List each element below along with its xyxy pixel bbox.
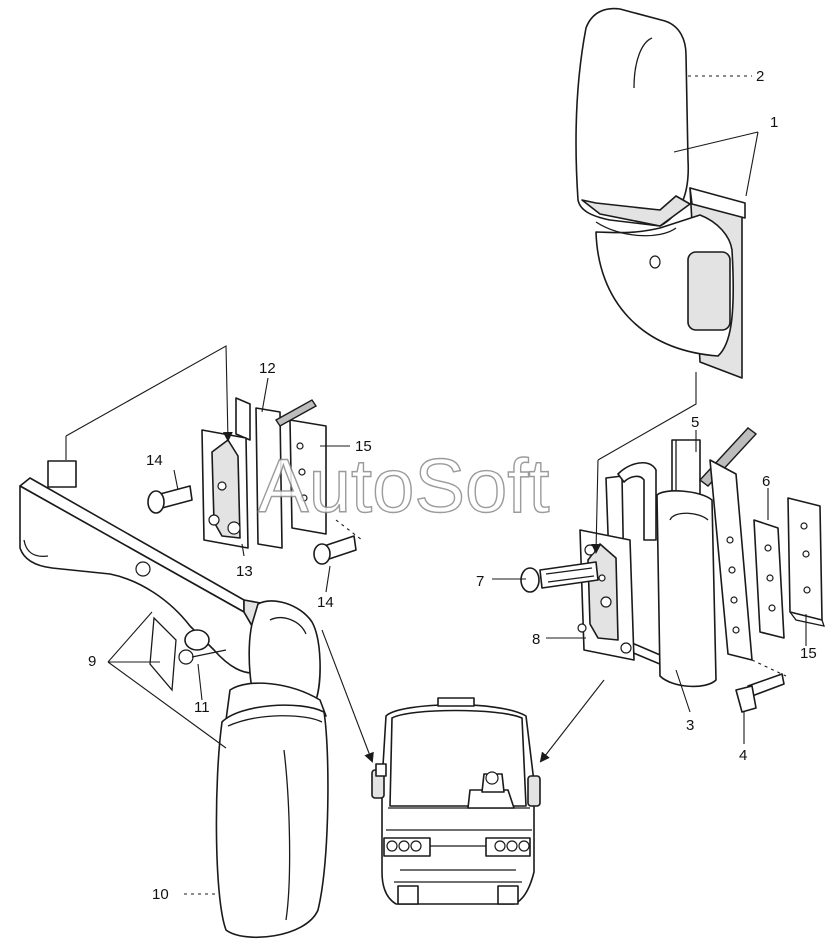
right-mirror-head	[575, 7, 746, 379]
callout-2: 2	[756, 68, 764, 85]
callout-6: 6	[762, 473, 770, 490]
left-bracket-assembly	[147, 397, 357, 565]
callout-13: 13	[236, 563, 253, 580]
callout-15-right: 15	[800, 645, 817, 662]
callout-labels: 1 2 3 4 5 6 7 8 9 10 11 12 13 14 14 15 1…	[88, 68, 817, 903]
right-bracket-assembly	[520, 427, 825, 713]
callout-14-upper: 14	[146, 452, 163, 469]
callout-1: 1	[770, 114, 778, 131]
bus-front-view	[371, 697, 541, 905]
watermark-text: AutoSoft	[258, 444, 550, 529]
callout-8: 8	[532, 631, 540, 648]
callout-14-lower: 14	[317, 594, 334, 611]
callout-9: 9	[88, 653, 96, 670]
left-mirror-arm	[19, 460, 267, 692]
callout-15-left: 15	[355, 438, 372, 455]
leader-lines	[65, 75, 807, 895]
callout-12: 12	[259, 360, 276, 377]
callout-5: 5	[691, 414, 699, 431]
callout-7: 7	[476, 573, 484, 590]
left-mirror-head	[215, 600, 329, 939]
callout-11: 11	[194, 699, 210, 716]
callout-3: 3	[686, 717, 694, 734]
callout-10: 10	[152, 886, 169, 903]
callout-4: 4	[739, 747, 747, 764]
